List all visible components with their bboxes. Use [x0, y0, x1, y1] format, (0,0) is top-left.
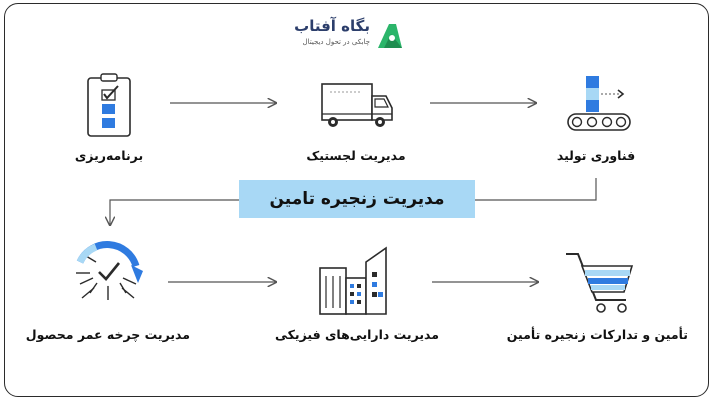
- buildings-icon: [319, 246, 387, 315]
- connector-production-to-center: [475, 178, 597, 201]
- diagram-frame: [4, 3, 709, 397]
- label-planning: برنامه‌ریزی: [74, 148, 144, 163]
- truck-icon: [321, 83, 393, 127]
- logo-tagline: چابکی در تحول دیجیتال: [302, 38, 370, 46]
- conveyor-icon: [567, 76, 631, 131]
- center-box: مدیریت زنجیره تامین: [239, 180, 475, 218]
- logo-name: بگاه آفتاب: [294, 17, 370, 35]
- label-production: فناوری تولید: [556, 148, 636, 163]
- label-logistics: مدیریت لجستیک: [306, 148, 406, 163]
- cart-icon: [566, 253, 634, 313]
- center-title: مدیریت زنجیره تامین: [269, 189, 445, 209]
- label-assets: مدیریت دارایی‌های فیزیکی: [274, 327, 440, 342]
- cycle-check-icon: [76, 241, 143, 300]
- label-procurement: تأمین و تدارکات زنجیره تأمین: [506, 327, 688, 342]
- label-lifecycle: مدیریت چرخه عمر محصول: [25, 327, 190, 342]
- checklist-icon: [87, 73, 131, 137]
- logo-icon: [378, 24, 402, 48]
- connector-center-to-lifecycle: [110, 199, 239, 225]
